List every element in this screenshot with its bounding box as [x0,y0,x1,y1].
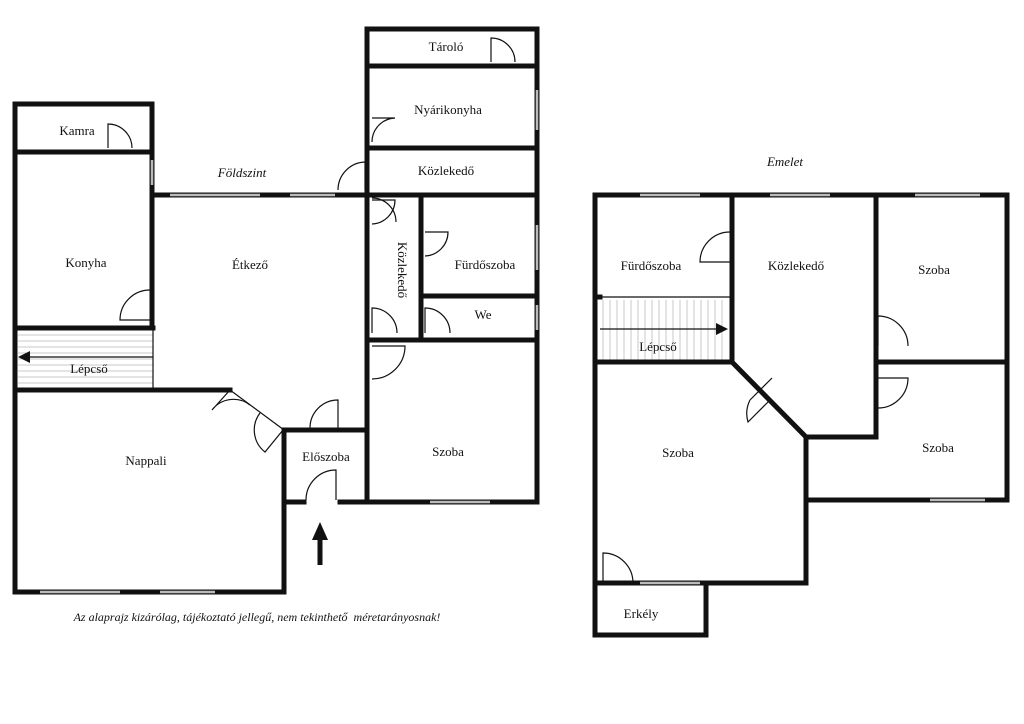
room-label-nyarikonyha: Nyárikonyha [414,102,482,117]
room-label-szoba-ground: Szoba [432,444,464,459]
room-label-szoba-upper-big: Szoba [662,445,694,460]
upper-floor: Emelet Fürdőszoba Közlekedő Szoba Lépcső… [592,154,1010,638]
floor-label-ground: Földszint [217,165,267,180]
room-label-nappali: Nappali [125,453,167,468]
room-label-szoba-upper-right-bottom: Szoba [922,440,954,455]
doors-upper [602,231,909,584]
room-label-we: We [475,307,492,322]
stair-arrow-ground [18,351,153,363]
room-label-kamra: Kamra [59,123,95,138]
stair-hatching-upper [597,296,730,362]
room-label-lepcso-ground: Lépcső [70,361,108,376]
room-label-furdoszoba-ground: Fürdőszoba [455,257,516,272]
room-label-etkezo: Étkező [232,257,268,272]
room-label-lepcso-upper: Lépcső [639,339,677,354]
room-label-szoba-upper-right-top: Szoba [918,262,950,277]
stair-hatching-ground [18,328,154,388]
floor-label-upper: Emelet [766,154,803,169]
room-label-taroló: Tároló [429,39,464,54]
room-label-kozlekedo-top: Közlekedő [418,163,474,178]
room-label-furdoszoba-upper: Fürdőszoba [621,258,682,273]
room-label-konyha: Konyha [65,255,106,270]
room-label-kozlekedo-vertical: Közlekedő [395,242,410,298]
entrance-arrow-icon [312,522,328,565]
windows-upper [640,193,985,585]
room-label-erkely: Erkély [624,606,659,621]
disclaimer-note: Az alaprajz kizárólag, tájékoztató jelle… [73,610,441,624]
windows-ground [40,90,539,594]
room-label-kozlekedo-upper: Közlekedő [768,258,824,273]
ground-floor: Földszint Tároló Nyárikonyha Közlekedő K… [12,26,540,595]
room-label-eloszoba: Előszoba [302,449,350,464]
doors-ground [107,37,516,501]
stair-arrow-upper [600,323,728,335]
